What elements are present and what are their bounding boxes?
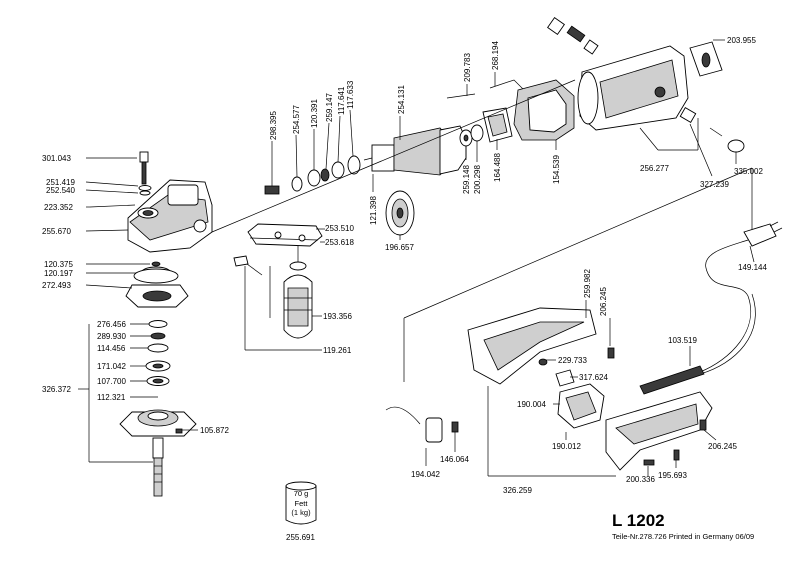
label-103-519: 103.519 [668,336,697,345]
label-259-147: 259.147 [325,93,334,122]
label-206-245-top: 206.245 [599,287,608,316]
leader-lines-left [78,157,198,463]
leader-lines-handle [244,228,325,351]
leader-lines-center [271,72,557,240]
label-301-043: 301.043 [42,154,71,163]
label-317-624: 317.624 [579,373,608,382]
label-119-261: 119.261 [323,346,352,355]
label-200-336: 200.336 [626,475,655,484]
label-223-352: 223.352 [44,203,73,212]
label-251-419: 251.419 [46,178,75,187]
part-number-footer: Teile-Nr.278.726 Printed in Germany 06/0… [612,532,754,541]
label-120-375: 120.375 [44,260,73,269]
label-114-456: 114.456 [97,344,126,353]
label-154-539: 154.539 [552,155,561,184]
label-117-633: 117.633 [346,80,355,109]
label-326-372: 326.372 [42,385,71,394]
model-title: L 1202 [612,511,665,530]
label-272-493: 272.493 [42,281,71,290]
label-120-391: 120.391 [310,99,319,128]
connection-lines [211,79,753,382]
label-259-982: 259.982 [583,269,592,298]
grease-can: 70 g Fett (1 kg) [285,481,317,525]
grease-name: Fett [295,499,309,508]
leader-lines-motor [639,39,737,177]
label-112-321: 112.321 [97,393,126,402]
label-149-144: 149.144 [738,263,767,272]
label-171-042: 171.042 [97,362,126,371]
label-190-004: 190.004 [517,400,546,409]
armature-drawing [264,79,575,236]
label-190-012: 190.012 [552,442,581,451]
label-254-131: 254.131 [397,85,406,114]
label-117-641: 117.641 [337,86,346,115]
label-206-245-bottom: 206.245 [708,442,737,451]
label-253-510: 253.510 [325,224,354,233]
rear-handle-drawing [385,221,783,471]
label-254-577: 254.577 [292,105,301,134]
label-229-733: 229.733 [558,356,587,365]
label-105-872: 105.872 [200,426,229,435]
label-276-456: 276.456 [97,320,126,329]
label-255-670: 255.670 [42,227,71,236]
label-195-693: 195.693 [658,471,687,480]
label-252-540: 252.540 [46,186,75,195]
label-121-398: 121.398 [369,196,378,225]
label-193-356: 193.356 [323,312,352,321]
label-194-042: 194.042 [411,470,440,479]
label-326-259: 326.259 [503,486,532,495]
side-handle-drawing [233,223,323,339]
label-200-298: 200.298 [473,165,482,194]
label-255-691: 255.691 [286,533,315,542]
label-146-064: 146.064 [440,455,469,464]
label-256-277: 256.277 [640,164,669,173]
label-335-002: 335.002 [734,167,763,176]
label-196-657: 196.657 [385,243,414,252]
leader-lines-rear [425,245,755,477]
label-164-488: 164.488 [493,153,502,182]
label-327-239: 327.239 [700,180,729,189]
label-120-197: 120.197 [44,269,73,278]
grease-weight: 70 g [294,489,309,498]
grease-amount: (1 kg) [291,508,311,517]
label-289-930: 289.930 [97,332,126,341]
motor-housing-drawing [547,17,745,153]
label-268-194: 268.194 [491,41,500,70]
label-209-783: 209.783 [463,53,472,82]
label-107-700: 107.700 [97,377,126,386]
gear-housing-drawing [89,151,213,497]
label-259-148: 259.148 [462,165,471,194]
label-203-955: 203.955 [727,36,756,45]
label-253-618: 253.618 [325,238,354,247]
label-298-395: 298.395 [269,111,278,140]
